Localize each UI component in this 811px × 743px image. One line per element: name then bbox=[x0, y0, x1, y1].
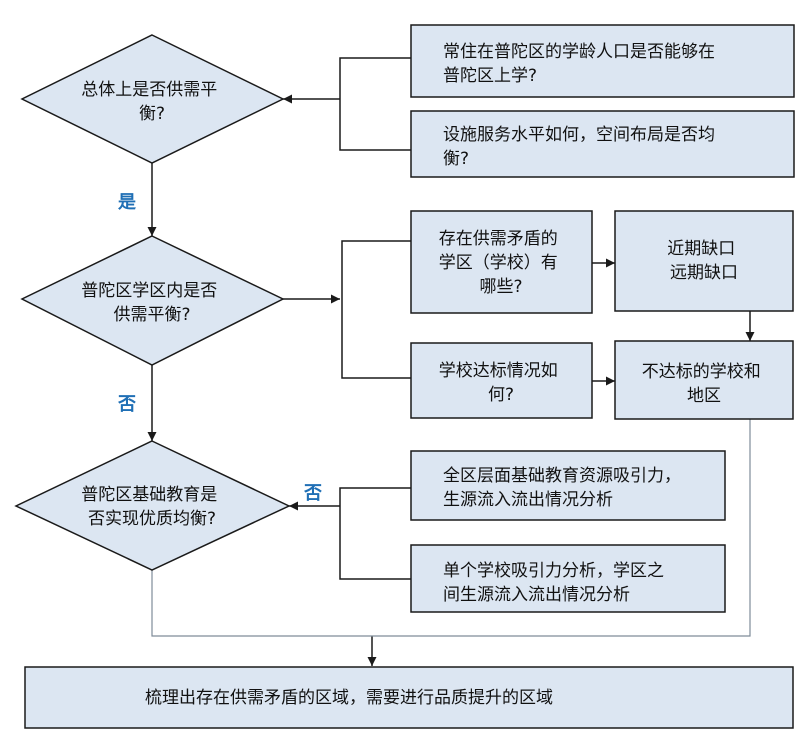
svg-text:单个学校吸引力分析，学区之 间生源流入流出情况分: 单个学校吸引力分析，学区之 间生源流入流出情况分析 bbox=[443, 561, 669, 605]
q3-line1: 存在供需矛盾的 bbox=[439, 229, 558, 249]
r2-line1: 不达标的学校和 bbox=[642, 362, 761, 382]
q6-line2: 间生源流入流出情况分析 bbox=[443, 585, 630, 605]
box-q6: 单个学校吸引力分析，学区之 间生源流入流出情况分析 bbox=[410, 544, 726, 613]
decision-d2: 普陀区学区内是否 供需平衡? bbox=[20, 235, 285, 366]
box-r1: 近期缺口 远期缺口 bbox=[614, 210, 794, 312]
q5-line2: 生源流入流出情况分析 bbox=[443, 490, 613, 510]
r1-line1: 近期缺口 bbox=[667, 239, 735, 259]
box-q4: 学校达标情况如 何? bbox=[410, 342, 593, 419]
svg-text:设施服务水平如何，空间布局是否均 衡?: 设施服务水平如何，空间布局是否均 衡? bbox=[443, 125, 720, 169]
r2-line2: 地区 bbox=[687, 386, 721, 406]
connector-q1-bracket bbox=[339, 57, 411, 151]
decision-d3: 普陀区基础教育是 否实现优质均衡? bbox=[14, 440, 291, 571]
svg-text:近期缺口 远期缺口: 近期缺口 远期缺口 bbox=[667, 239, 740, 283]
final-line1: 梳理出存在供需矛盾的区域，需要进行品质提升的区域 bbox=[145, 688, 553, 708]
q2-line1: 设施服务水平如何，空间布局是否均 bbox=[443, 125, 715, 145]
connector-q5-q6-bracket bbox=[339, 487, 411, 580]
box-final: 梳理出存在供需矛盾的区域，需要进行品质提升的区域 bbox=[24, 666, 794, 729]
edge-label-yes: 是 bbox=[117, 192, 136, 213]
d2-line1: 普陀区学区内是否 bbox=[81, 281, 217, 301]
svg-text:普陀区学区内是否 供需平衡?: 普陀区学区内是否 供需平衡? bbox=[81, 281, 222, 325]
svg-text:全区层面基础教育资源吸引力， 生源流入流出情况分: 全区层面基础教育资源吸引力， 生源流入流出情况分析 bbox=[443, 466, 686, 510]
svg-text:总体上是否供需平 衡?: 总体上是否供需平 衡? bbox=[81, 80, 222, 124]
q1-line1: 常住在普陀区的学龄人口是否能够在 bbox=[443, 42, 715, 62]
svg-text:常住在普陀区的学龄人口是否能够在 普陀区上学?: 常住在普陀区的学龄人口是否能够在 普陀区上学? bbox=[443, 42, 720, 86]
q6-line1: 单个学校吸引力分析，学区之 bbox=[443, 561, 664, 581]
d2-line2: 供需平衡? bbox=[113, 305, 190, 325]
q3-line2: 学区（学校）有 bbox=[439, 253, 558, 273]
d1-line1: 总体上是否供需平 bbox=[81, 80, 217, 100]
d3-line2: 否实现优质均衡? bbox=[88, 509, 216, 529]
svg-text:普陀区基础教育是 否实现优质均衡?: 普陀区基础教育是 否实现优质均衡? bbox=[81, 485, 222, 529]
box-q1: 常住在普陀区的学龄人口是否能够在 普陀区上学? bbox=[410, 24, 795, 98]
edge-label-no-d2: 否 bbox=[117, 394, 136, 415]
q3-line3: 哪些? bbox=[479, 277, 522, 297]
q2-line2: 衡? bbox=[443, 149, 469, 169]
q1-line2: 普陀区上学? bbox=[443, 66, 537, 86]
svg-text:梳理出存在供需矛盾的区域，需要进行品质提升的区域: 梳理出存在供需矛盾的区域，需要进行品质提升的区域 bbox=[145, 688, 553, 708]
q4-line2: 何? bbox=[488, 385, 514, 405]
box-r2: 不达标的学校和 地区 bbox=[614, 340, 794, 420]
decision-d1: 总体上是否供需平 衡? bbox=[20, 34, 285, 164]
connector-q3-q4-bracket bbox=[341, 240, 411, 379]
box-q3: 存在供需矛盾的 学区（学校）有 哪些? bbox=[410, 210, 593, 314]
d1-line2: 衡? bbox=[139, 104, 165, 124]
r1-line2: 远期缺口 bbox=[670, 263, 738, 283]
edge-label-no-d3: 否 bbox=[303, 483, 322, 504]
connector-d3-final bbox=[151, 419, 751, 637]
q4-line1: 学校达标情况如 bbox=[439, 361, 558, 381]
svg-text:不达标的学校和 地区: 不达标的学校和 地区 bbox=[642, 362, 766, 406]
svg-text:学校达标情况如 何?: 学校达标情况如 何? bbox=[439, 361, 563, 405]
q5-line1: 全区层面基础教育资源吸引力， bbox=[443, 466, 681, 486]
d3-line1: 普陀区基础教育是 bbox=[81, 485, 217, 505]
svg-text:存在供需矛盾的 学区（学校）有 哪些: 存在供需矛盾的 学区（学校）有 哪些? bbox=[439, 229, 563, 297]
box-q2: 设施服务水平如何，空间布局是否均 衡? bbox=[410, 110, 795, 178]
box-q5: 全区层面基础教育资源吸引力， 生源流入流出情况分析 bbox=[410, 450, 726, 521]
